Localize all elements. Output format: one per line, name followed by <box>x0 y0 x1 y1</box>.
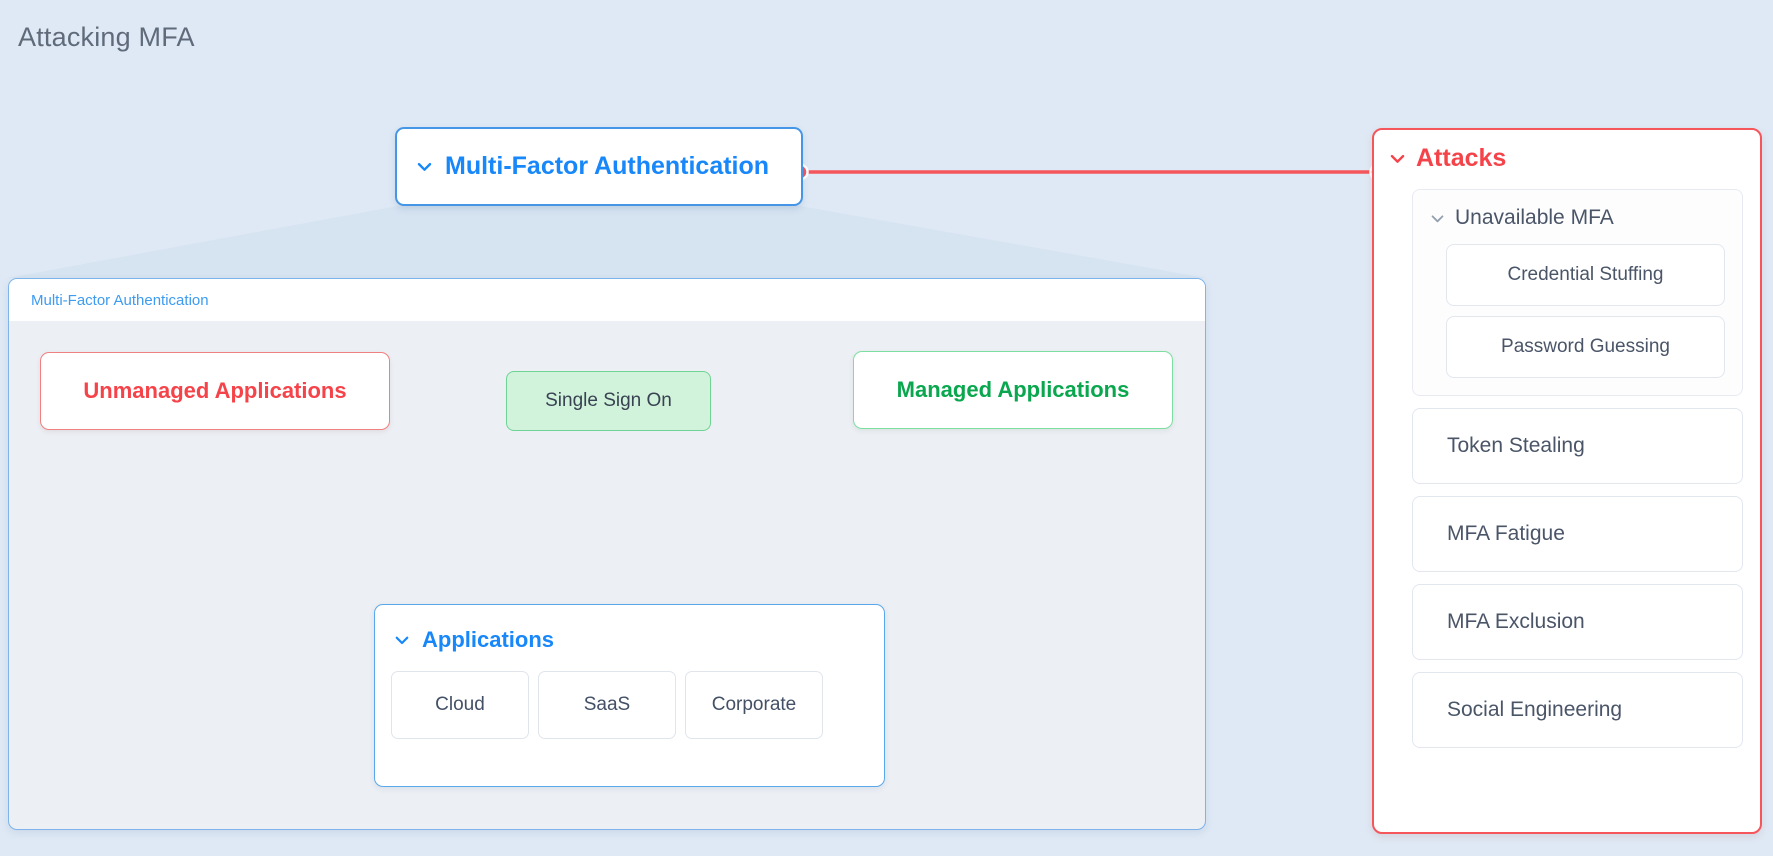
node-password-guessing[interactable]: Password Guessing <box>1446 316 1725 378</box>
chevron-down-icon[interactable] <box>415 157 434 176</box>
node-mfa-fatigue[interactable]: MFA Fatigue <box>1412 496 1743 572</box>
chevron-down-icon[interactable] <box>1429 210 1446 227</box>
attacks-label: Attacks <box>1416 144 1507 172</box>
node-applications-group[interactable]: Applications Cloud SaaS Corporate <box>374 604 885 787</box>
panel-attacks: Attacks Unavailable MFA Credential Stuff… <box>1372 128 1762 834</box>
chevron-down-icon[interactable] <box>393 631 411 649</box>
node-multi-factor-authentication[interactable]: Multi-Factor Authentication <box>395 127 803 206</box>
node-unavailable-mfa-group[interactable]: Unavailable MFA Credential Stuffing Pass… <box>1412 189 1743 396</box>
node-application-corporate[interactable]: Corporate <box>685 671 823 739</box>
node-application-saas[interactable]: SaaS <box>538 671 676 739</box>
node-unmanaged-applications[interactable]: Unmanaged Applications <box>40 352 390 430</box>
applications-label: Applications <box>422 627 555 652</box>
node-label: Managed Applications <box>896 377 1130 402</box>
node-label: Unmanaged Applications <box>83 378 347 403</box>
applications-children: Cloud SaaS Corporate <box>375 653 884 739</box>
node-managed-applications[interactable]: Managed Applications <box>853 351 1173 429</box>
node-token-stealing[interactable]: Token Stealing <box>1412 408 1743 484</box>
panel-header: Multi-Factor Authentication <box>9 279 1205 321</box>
node-single-sign-on[interactable]: Single Sign On <box>506 371 711 431</box>
node-mfa-exclusion[interactable]: MFA Exclusion <box>1412 584 1743 660</box>
edge-mfa-to-attacks <box>791 163 1387 181</box>
applications-header[interactable]: Applications <box>375 605 884 653</box>
node-label: Single Sign On <box>545 390 672 411</box>
unavailable-mfa-label: Unavailable MFA <box>1455 206 1614 229</box>
node-application-cloud[interactable]: Cloud <box>391 671 529 739</box>
unavailable-mfa-children: Credential Stuffing Password Guessing <box>1413 230 1742 378</box>
node-label: Multi-Factor Authentication <box>445 152 770 180</box>
node-credential-stuffing[interactable]: Credential Stuffing <box>1446 244 1725 306</box>
page-title: Attacking MFA <box>18 22 195 52</box>
chevron-down-icon[interactable] <box>1388 149 1407 168</box>
unavailable-mfa-header[interactable]: Unavailable MFA <box>1413 190 1742 230</box>
panel-header-label: Multi-Factor Authentication <box>31 291 209 309</box>
node-social-engineering[interactable]: Social Engineering <box>1412 672 1743 748</box>
attacks-list: Unavailable MFA Credential Stuffing Pass… <box>1374 173 1760 748</box>
attacks-header[interactable]: Attacks <box>1374 130 1760 173</box>
